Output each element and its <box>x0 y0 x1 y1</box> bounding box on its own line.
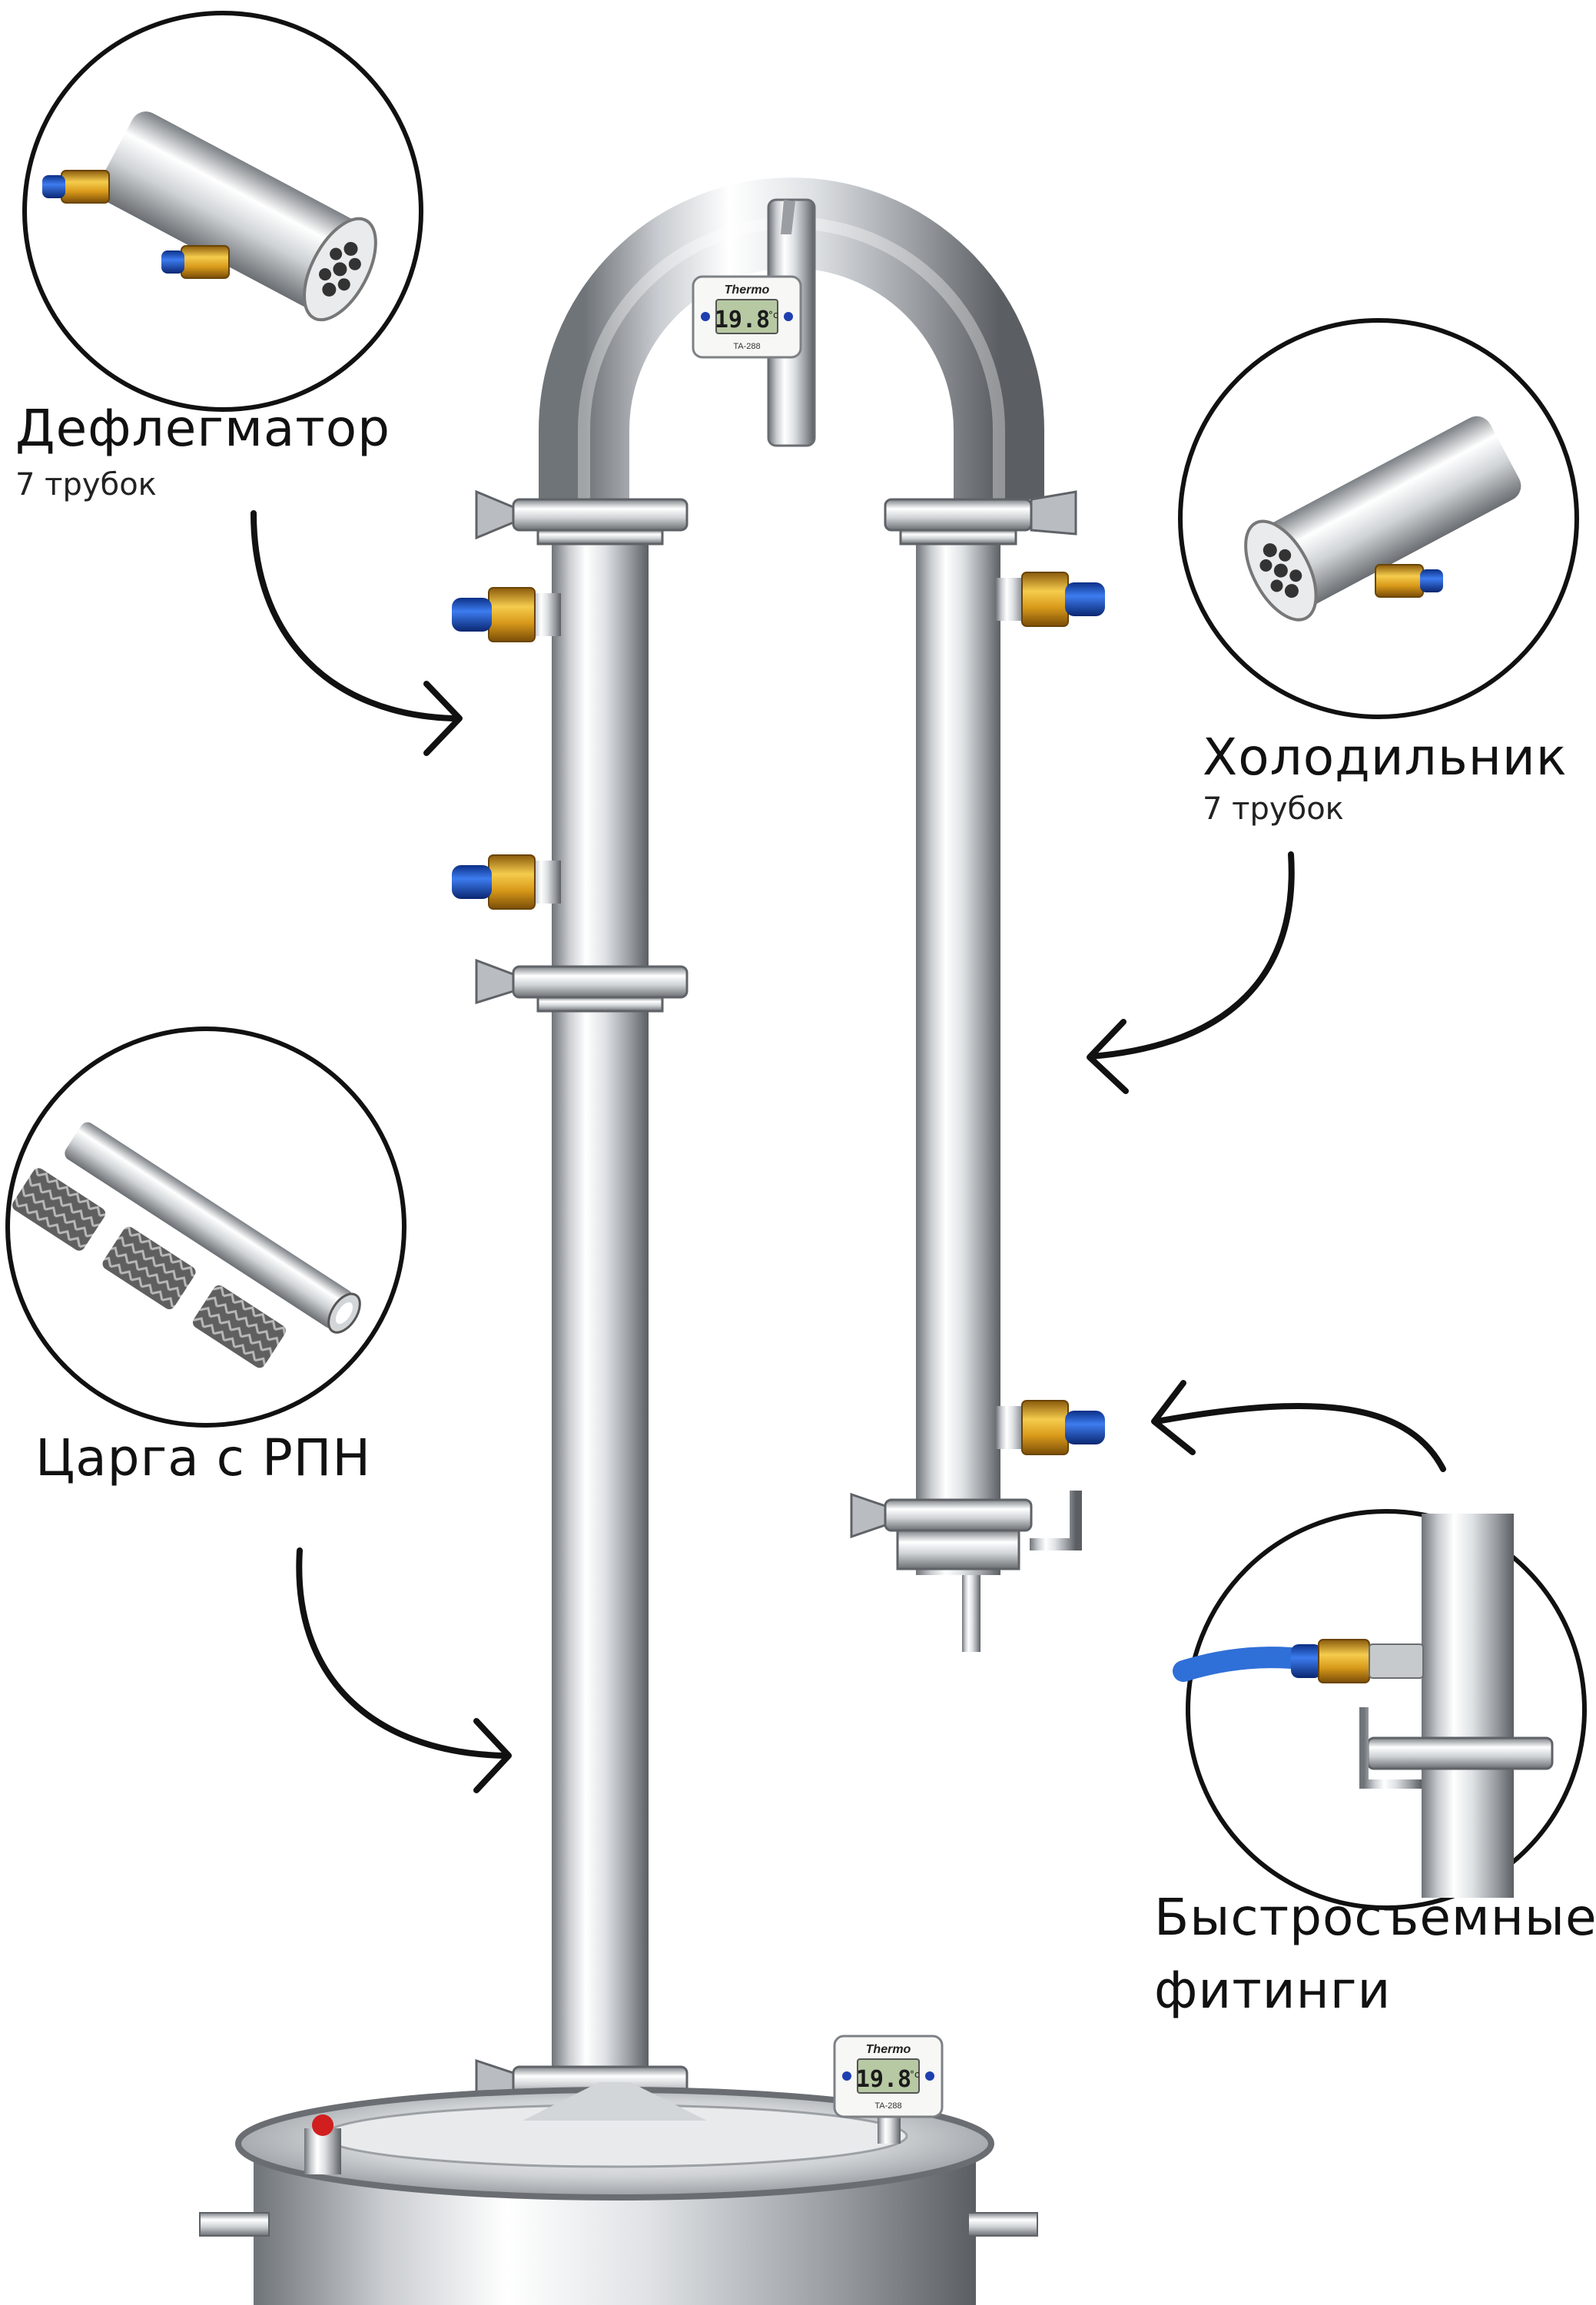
dephlegmator-subtitle: 7 трубок <box>15 467 157 502</box>
thermo-brand-top: Thermo <box>725 284 770 297</box>
dephlegmator-detail-circle <box>22 11 423 412</box>
fitting-lower-left <box>452 854 561 910</box>
pot-thermometer: Thermo 19.8 °c TA-288 <box>833 2035 944 2118</box>
fittings-title-line2: фитинги <box>1154 1961 1392 2020</box>
top-thermometer: Thermo 19.8 °c TA-288 <box>692 275 802 359</box>
condenser-title: Холодильник <box>1203 728 1568 787</box>
column-detail-circle <box>5 1026 406 1428</box>
thermo-model-pot: TA-288 <box>874 2101 901 2111</box>
thermo-brand-pot: Thermo <box>866 2043 911 2056</box>
thermo-model-top: TA-288 <box>733 342 760 351</box>
arrow-dephlegmator <box>251 510 463 756</box>
arrow-condenser <box>1087 851 1295 1094</box>
thermo-reading-top: 19.8 <box>715 307 770 333</box>
thermo-unit-top: °c <box>768 310 778 320</box>
thermo-reading-pot: 19.8 <box>856 2066 911 2093</box>
fittings-detail-circle <box>1173 1509 1587 1910</box>
thermo-unit-pot: °c <box>910 2069 920 2080</box>
boiler-pot <box>199 2082 1038 2305</box>
fitting-upper-right <box>996 572 1105 627</box>
condenser-detail-circle <box>1178 318 1579 719</box>
arrow-column <box>296 1547 512 1793</box>
arrow-fittings <box>1151 1380 1446 1472</box>
fitting-lower-right <box>996 1400 1105 1455</box>
fitting-upper-left <box>452 587 561 642</box>
dephlegmator-title: Дефлегматор <box>15 399 391 458</box>
column-assembly: Thermo 19.8 °c TA-288 Thermo <box>199 177 1105 2305</box>
condenser-subtitle: 7 трубок <box>1203 791 1344 827</box>
fittings-title-line1: Быстросъемные <box>1154 1888 1596 1947</box>
column-title: Царга с РПН <box>35 1428 372 1487</box>
